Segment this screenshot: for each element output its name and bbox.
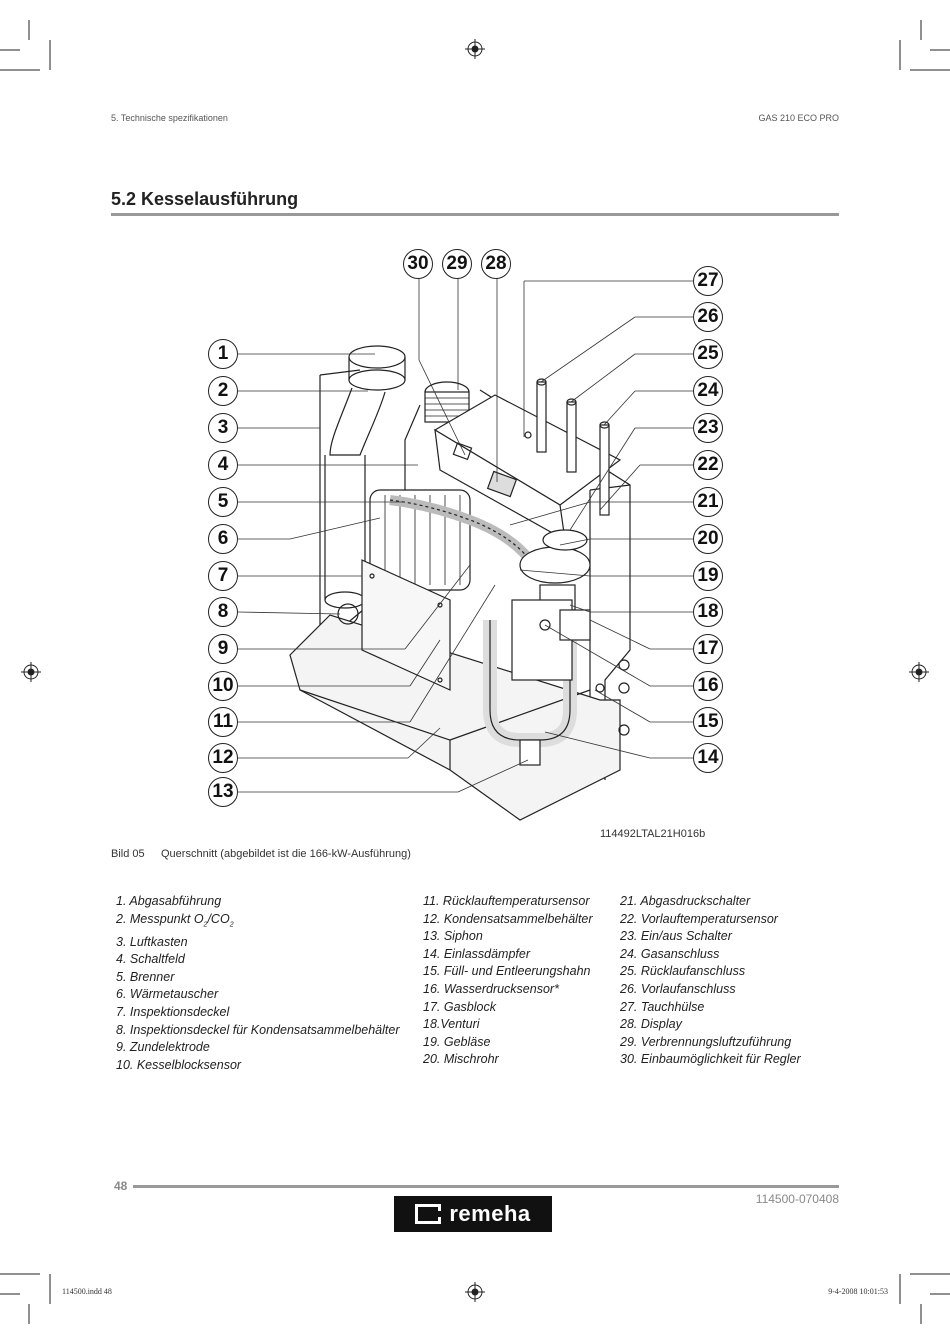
callout-26: 26 <box>693 302 723 332</box>
legend-item: 16. Wasserdrucksensor* <box>423 981 559 996</box>
callout-20: 20 <box>693 524 723 554</box>
logo-text: remeha <box>449 1201 531 1226</box>
section-rule <box>111 213 839 216</box>
legend-item: 15. Füll- und Entleerungshahn <box>423 964 591 979</box>
running-header-left: 5. Technische spezifikationen <box>111 113 228 123</box>
callout-25: 25 <box>693 339 723 369</box>
legend-item: 10. Kesselblocksensor <box>116 1057 242 1072</box>
legend-item: 21. Abgasdruckschalter <box>620 894 751 908</box>
legend-column-3: 21. Abgasdruckschalter 22. Vorlauftemper… <box>620 893 801 1069</box>
callout-24: 24 <box>693 376 723 406</box>
callout-6: 6 <box>208 524 238 554</box>
legend-item: 25. Rücklaufanschluss <box>620 964 746 979</box>
registration-mark-top <box>465 39 485 59</box>
legend-item: 26. Vorlaufanschluss <box>620 981 736 996</box>
legend-item: 19. Gebläse <box>423 1034 491 1049</box>
callout-28: 28 <box>481 249 511 279</box>
footer-rule <box>133 1185 839 1188</box>
callout-29: 29 <box>442 249 472 279</box>
legend-item: 23. Ein/aus Schalter <box>620 929 732 944</box>
callout-18: 18 <box>693 597 723 627</box>
callout-4: 4 <box>208 450 238 480</box>
legend-item: 6. Wärmetauscher <box>116 987 219 1002</box>
registration-mark-bottom <box>465 1282 485 1302</box>
callout-2: 2 <box>208 376 238 406</box>
registration-mark-left <box>21 662 41 682</box>
legend-item: 22. Vorlauftemperatursensor <box>620 911 778 926</box>
legend-item: 29. Verbrennungsluftzuführung <box>620 1034 792 1049</box>
figure-code: 114492LTAL21H016b <box>600 828 706 840</box>
legend-item: 3. Luftkasten <box>116 934 188 949</box>
legend-column-2: 11. Rücklauftemperatursensor 12. Kondens… <box>423 893 593 1069</box>
legend-item: 14. Einlassdämpfer <box>423 946 531 961</box>
callout-11: 11 <box>208 707 238 737</box>
slug-right: 9-4-2008 10:01:53 <box>828 1287 888 1296</box>
legend-item: 8. Inspektionsdeckel für Kondensatsammel… <box>116 1022 400 1037</box>
legend-item: 20. Mischrohr <box>423 1052 499 1067</box>
callout-9: 9 <box>208 634 238 664</box>
document-number: 114500-070408 <box>755 1192 839 1206</box>
callout-16: 16 <box>693 671 723 701</box>
callout-3: 3 <box>208 413 238 443</box>
callout-19: 19 <box>693 561 723 591</box>
legend-item: 4. Schaltfeld <box>116 952 185 967</box>
callout-27: 27 <box>693 266 723 296</box>
legend-item: 12. Kondensatsammelbehälter <box>423 911 593 926</box>
legend-item: 28. Display <box>620 1017 682 1032</box>
legend-column-1: 1. Abgasabführung 2. Messpunkt O2/CO2 3.… <box>116 893 400 1074</box>
registration-mark-right <box>909 662 929 682</box>
section-title: 5.2 Kesselausführung <box>111 189 299 209</box>
legend-item: 13. Siphon <box>423 929 483 944</box>
callout-13: 13 <box>208 777 238 807</box>
callout-5: 5 <box>208 487 238 517</box>
slug-left: 114500.indd 48 <box>62 1287 112 1296</box>
callout-14: 14 <box>693 743 723 773</box>
legend-item: 5. Brenner <box>116 969 175 984</box>
page-number: 48 <box>114 1179 128 1193</box>
legend-item: 30. Einbaumöglichkeit für Regler <box>620 1052 801 1067</box>
running-header-right: GAS 210 ECO PRO <box>758 113 839 123</box>
legend-item: 11. Rücklauftemperatursensor <box>423 894 590 908</box>
callout-22: 22 <box>693 450 723 480</box>
legend-item: 18.Venturi <box>423 1017 480 1032</box>
legend-item: 9. Zundelektrode <box>116 1040 210 1055</box>
callout-21: 21 <box>693 487 723 517</box>
callout-17: 17 <box>693 634 723 664</box>
callout-10: 10 <box>208 671 238 701</box>
remeha-logo: remeha <box>394 1196 552 1232</box>
callout-15: 15 <box>693 707 723 737</box>
callout-23: 23 <box>693 413 723 443</box>
callout-1: 1 <box>208 339 238 369</box>
legend-item: 24. Gasanschluss <box>620 946 720 961</box>
callout-8: 8 <box>208 597 238 627</box>
figure-caption: Querschnitt (abgebildet ist die 166-kW-A… <box>161 848 411 860</box>
callout-30: 30 <box>403 249 433 279</box>
legend-item-measuring-point: 2. Messpunkt O2/CO2 <box>116 911 234 929</box>
legend-item: 17. Gasblock <box>423 999 496 1014</box>
legend-item: 7. Inspektionsdeckel <box>116 1005 230 1020</box>
callout-7: 7 <box>208 561 238 591</box>
figure-label: Bild 05 <box>111 848 145 860</box>
logo-mark-icon <box>415 1204 442 1224</box>
legend-item: 1. Abgasabführung <box>116 894 222 908</box>
legend-item: 27. Tauchhülse <box>620 999 705 1014</box>
callout-12: 12 <box>208 743 238 773</box>
